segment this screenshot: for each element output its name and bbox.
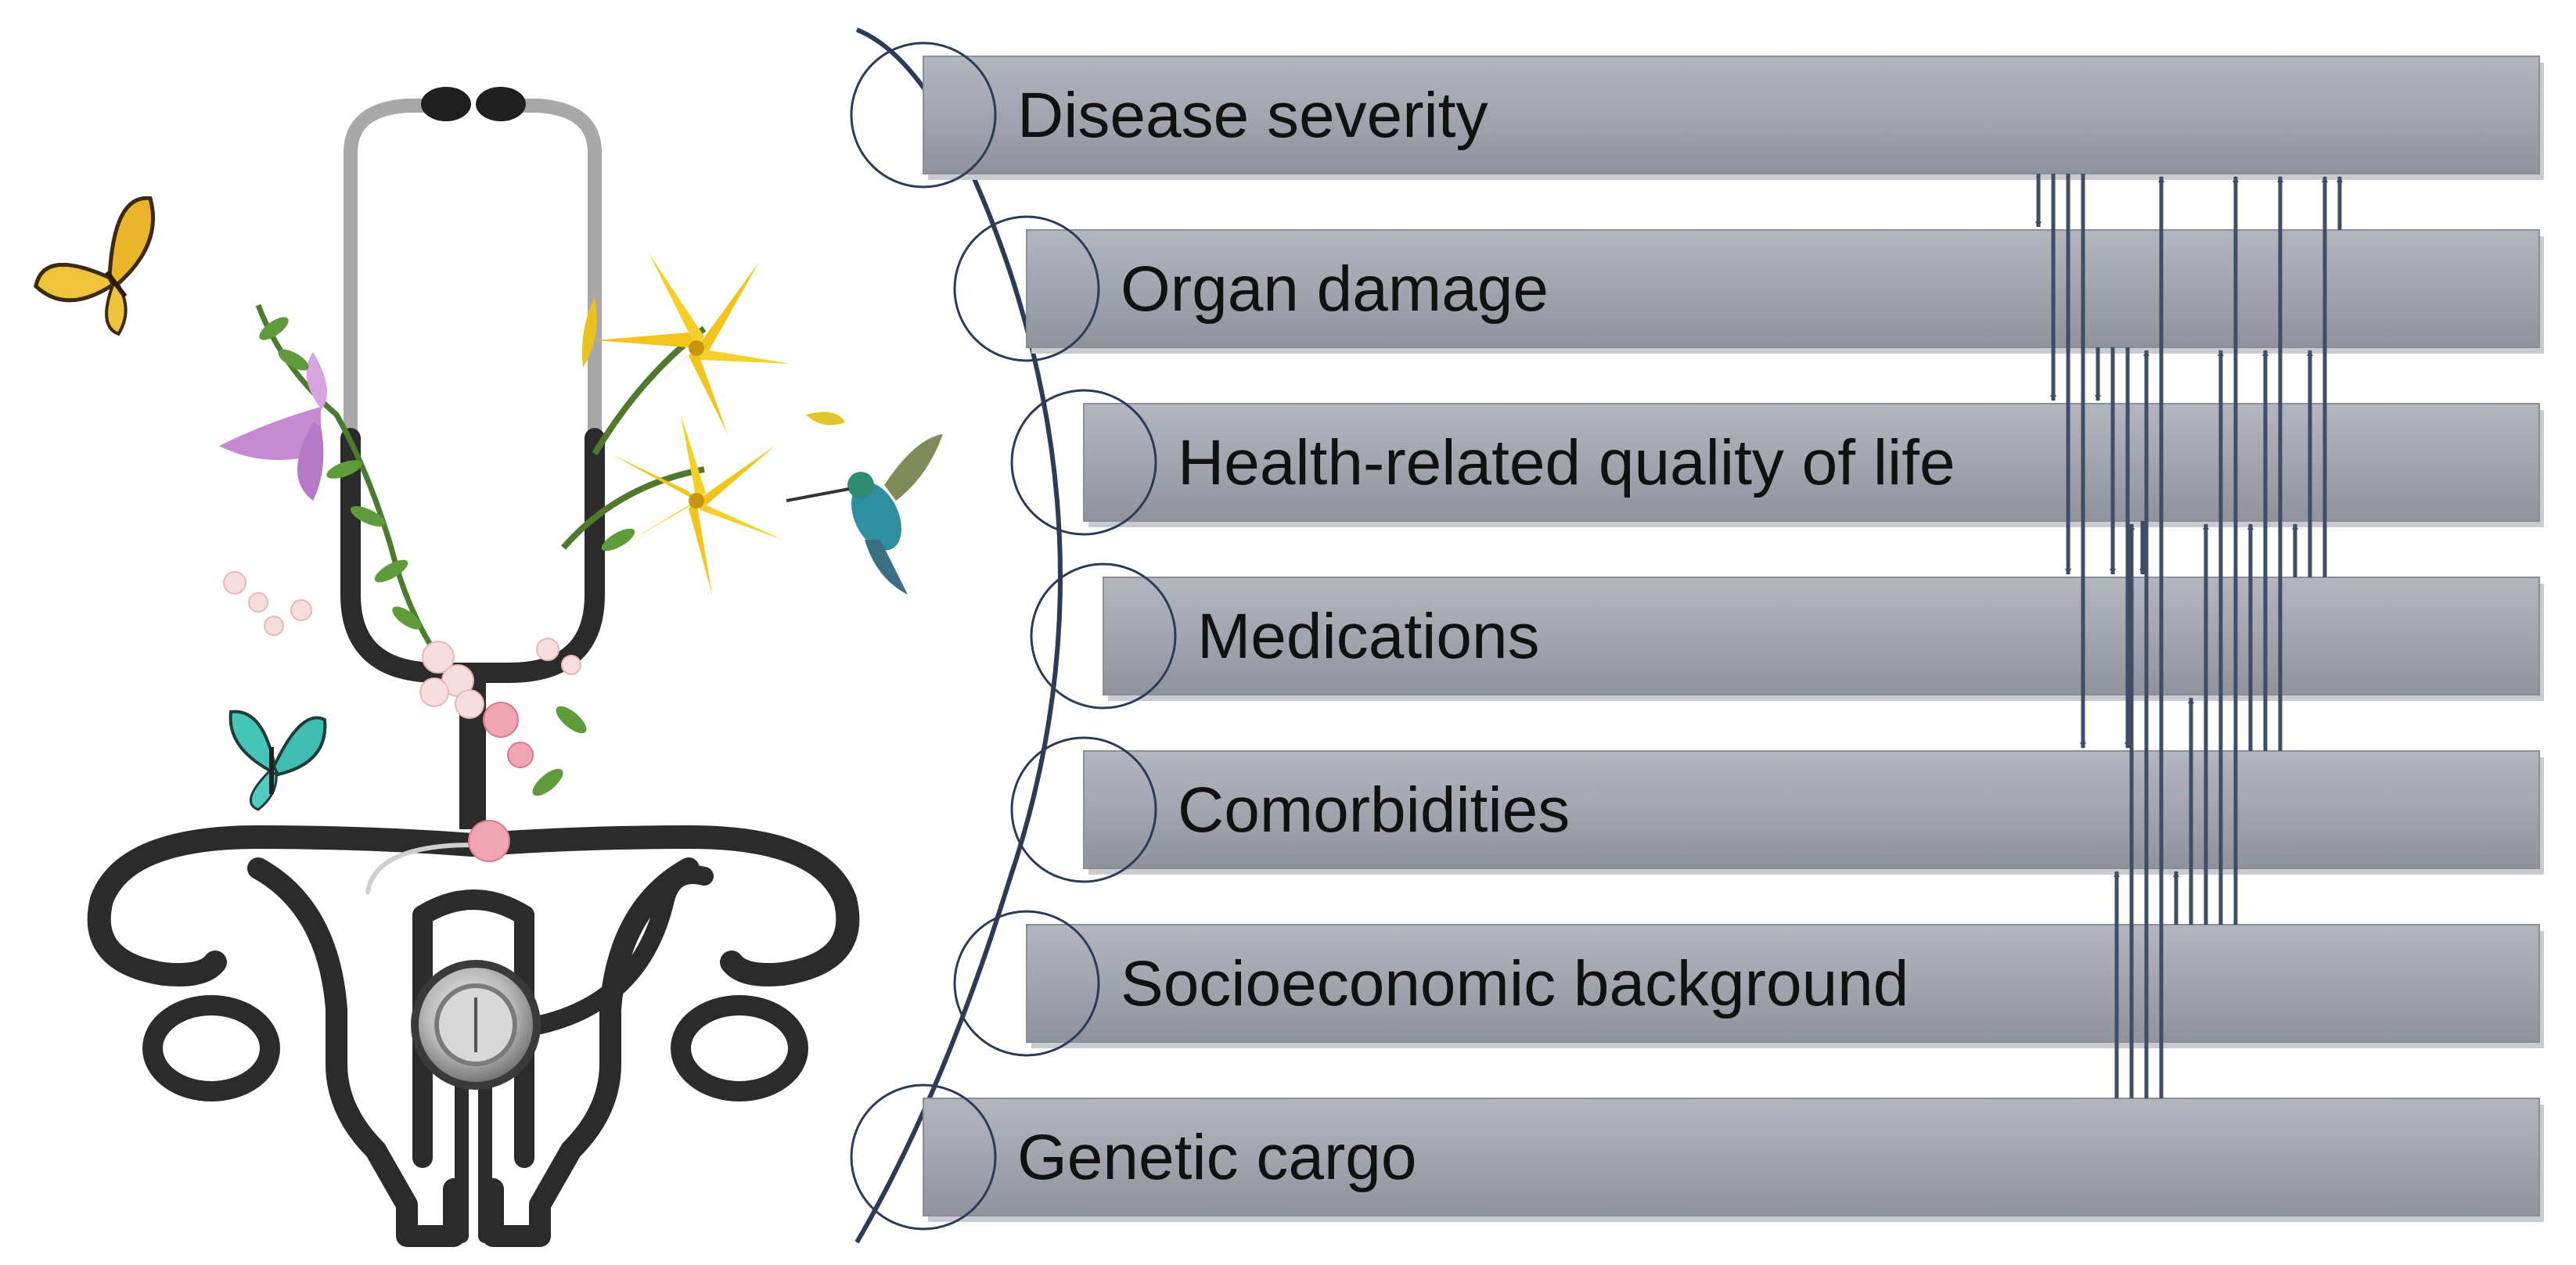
factor-bar-disease-severity: Disease severity (850, 41, 2544, 189)
factor-label-hrqol: Health-related quality of life (1178, 427, 1955, 498)
illustration (34, 87, 943, 1247)
factor-marker-circle (953, 215, 1100, 362)
factor-label-socioeconomic: Socioeconomic background (1121, 948, 1909, 1019)
factor-marker-circle (1010, 389, 1157, 536)
factor-marker-circle (1030, 562, 1177, 710)
magnolia-flower-icon (219, 304, 635, 862)
hummingbird-icon (786, 434, 943, 595)
lily-flower-icon (560, 254, 845, 595)
factor-marker-circle (953, 910, 1100, 1057)
factor-label-comorbidities: Comorbidities (1178, 774, 1570, 846)
arc-line (854, 27, 1063, 1244)
factor-label-genetic-cargo: Genetic cargo (1017, 1122, 1417, 1193)
butterfly-icon (34, 196, 327, 811)
chestpiece-icon (411, 960, 541, 1090)
stethoscope-icon (340, 87, 605, 829)
factor-bar-hrqol: Health-related quality of life (1010, 389, 2544, 536)
factor-bar-genetic-cargo: Genetic cargo (850, 1084, 2544, 1231)
factor-bar-medications: Medications (1030, 562, 2544, 710)
factor-label-organ-damage: Organ damage (1121, 253, 1549, 325)
factor-marker-circle (1010, 736, 1157, 883)
factor-bar-organ-damage: Organ damage (953, 215, 2544, 362)
factor-marker-circle (850, 41, 997, 189)
factor-label-medications: Medications (1197, 601, 1540, 672)
factor-bar-comorbidities: Comorbidities (1010, 736, 2544, 883)
factor-bar-socioeconomic: Socioeconomic background (953, 910, 2544, 1057)
factor-label-disease-severity: Disease severity (1017, 80, 1488, 151)
factor-marker-circle (850, 1084, 997, 1231)
influence-arrows (2035, 174, 2343, 1098)
